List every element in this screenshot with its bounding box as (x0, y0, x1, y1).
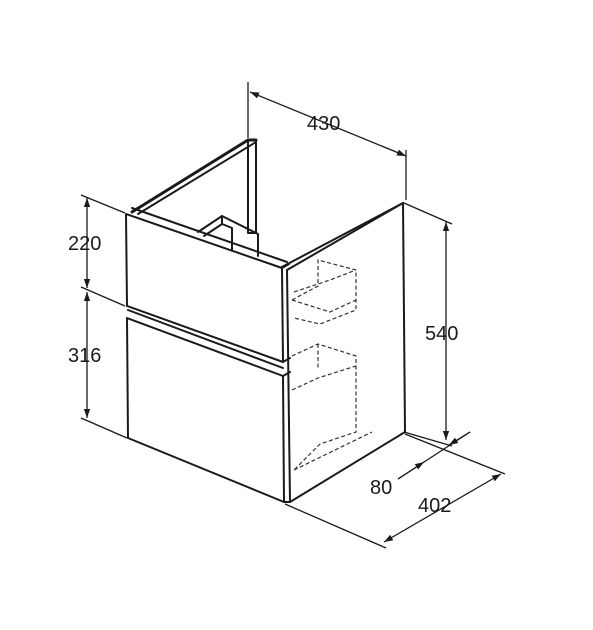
dimension-lines (83, 91, 502, 543)
dimension-labels: 430 540 220 316 80 402 (68, 113, 458, 517)
inner-back-edge (137, 141, 257, 215)
hidden-drawer-lines (291, 259, 373, 471)
back-top-edge (130, 138, 258, 214)
label-width: 430 (307, 113, 340, 135)
label-top-drawer: 220 (68, 233, 101, 255)
back-panel (247, 139, 257, 234)
extension-lines (80, 82, 506, 549)
side-panel (286, 202, 406, 503)
label-depth: 402 (418, 495, 451, 517)
label-bottom-drawer: 316 (68, 345, 101, 367)
label-inset: 80 (370, 477, 392, 499)
dim-line-depth (383, 473, 502, 543)
siphon-cutout (197, 215, 259, 257)
dim-line-width (249, 91, 407, 157)
label-height: 540 (425, 323, 458, 345)
cabinet (125, 138, 406, 503)
